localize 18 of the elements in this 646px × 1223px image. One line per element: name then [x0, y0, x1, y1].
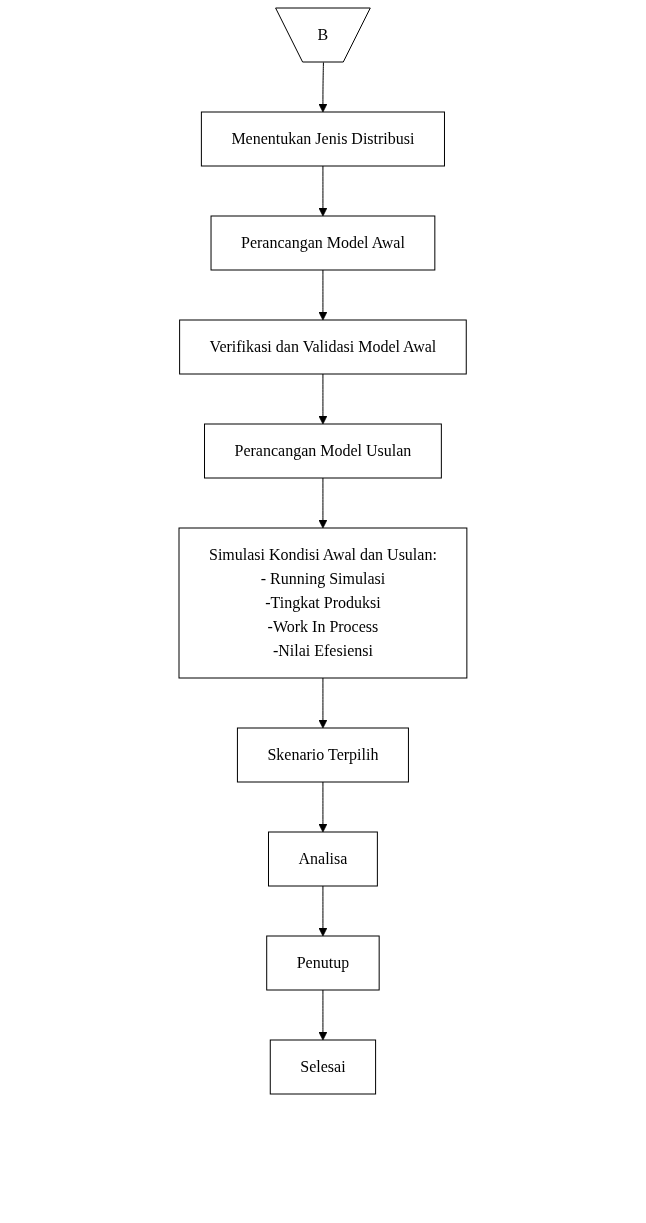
node-box: Simulasi Kondisi Awal dan Usulan: - Running Simulasi -Tingkat Produksi -Work In Process -Nilai Efesiensi [178, 527, 468, 679]
node-box: Selesai [269, 1039, 377, 1095]
arrow [318, 477, 328, 529]
arrow [318, 373, 328, 425]
node-box: Skenario Terpilih [237, 727, 409, 783]
node-box: Verifikasi dan Validasi Model Awal [179, 319, 467, 375]
arrow [318, 269, 328, 321]
arrow [318, 885, 328, 937]
node-box: Menentukan Jenis Distribusi [200, 111, 446, 167]
arrow [318, 781, 328, 833]
arrow [318, 165, 328, 217]
arrow [318, 62, 328, 113]
arrow [318, 989, 328, 1041]
arrow [318, 677, 328, 729]
node-box: Perancangan Model Awal [210, 215, 436, 271]
node-box: Penutup [266, 935, 380, 991]
node-box: Perancangan Model Usulan [204, 423, 442, 479]
node-box: Analisa [268, 831, 378, 887]
